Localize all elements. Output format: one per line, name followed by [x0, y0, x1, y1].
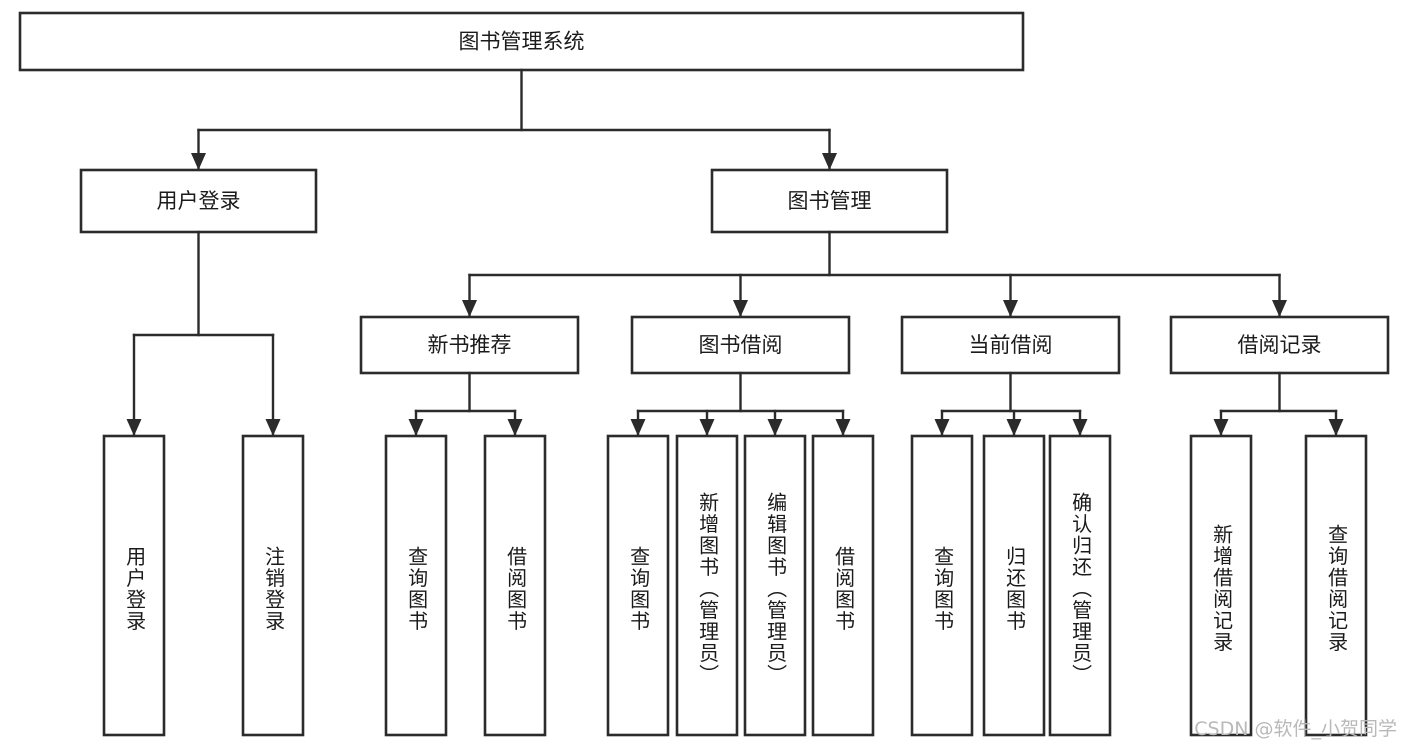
node-leaf-borrow-book-box[interactable]	[811, 434, 875, 737]
node-book-manage-box[interactable]	[710, 168, 949, 234]
arrow-to-leaf-edit-book	[767, 419, 783, 436]
node-leaf-query-book-rec[interactable]	[384, 434, 448, 737]
node-book-manage[interactable]: 图书管理	[710, 168, 949, 234]
node-current-borrow-label: 当前借阅	[969, 333, 1053, 357]
node-leaf-borrow-book-rec-box[interactable]	[483, 434, 547, 737]
node-leaf-query-record-box[interactable]	[1304, 434, 1368, 737]
arrow-to-new-book-recommend	[462, 300, 477, 317]
arrow-to-book-manage	[822, 153, 837, 170]
arrow-to-leaf-borrow-book-rec	[507, 419, 523, 436]
node-leaf-edit-book-box[interactable]	[743, 434, 807, 737]
arrow-to-leaf-query-book-cur	[934, 419, 950, 436]
node-current-borrow[interactable]: 当前借阅	[900, 315, 1121, 375]
node-leaf-query-record[interactable]	[1304, 434, 1368, 737]
node-leaf-query-book-borrow[interactable]	[606, 434, 670, 737]
node-book-borrow[interactable]: 图书借阅	[630, 315, 851, 375]
node-leaf-add-book[interactable]	[675, 434, 739, 737]
node-leaf-return-book[interactable]	[982, 434, 1046, 737]
node-leaf-query-book-cur[interactable]	[910, 434, 974, 737]
node-new-book-recommend[interactable]: 新书推荐	[359, 315, 580, 375]
arrow-to-leaf-return-book	[1006, 419, 1022, 436]
arrow-to-leaf-add-record	[1213, 419, 1229, 436]
node-leaf-edit-book[interactable]	[743, 434, 807, 737]
node-leaf-logout-box[interactable]	[241, 434, 305, 737]
arrow-to-borrow-record	[1272, 300, 1287, 317]
node-leaf-borrow-book-rec[interactable]	[483, 434, 547, 737]
node-leaf-user-login-box[interactable]	[102, 434, 166, 737]
node-leaf-confirm-return-box[interactable]	[1048, 434, 1112, 737]
node-leaf-query-book-borrow-box[interactable]	[606, 434, 670, 737]
node-leaf-query-book-cur-box[interactable]	[910, 434, 974, 737]
node-leaf-add-record-box[interactable]	[1189, 434, 1253, 737]
node-root-box[interactable]	[18, 11, 1025, 72]
node-user-login-label: 用户登录	[157, 189, 241, 213]
node-leaf-add-record[interactable]	[1189, 434, 1253, 737]
node-leaf-return-book-box[interactable]	[982, 434, 1046, 737]
node-borrow-record-label: 借阅记录	[1238, 333, 1322, 357]
arrow-to-leaf-confirm-return	[1072, 419, 1088, 436]
node-user-login[interactable]: 用户登录	[79, 168, 318, 234]
arrow-to-leaf-add-book	[699, 419, 715, 436]
node-root[interactable]: 图书管理系统	[18, 11, 1025, 72]
node-leaf-query-book-rec-box[interactable]	[384, 434, 448, 737]
node-book-borrow-label: 图书借阅	[699, 333, 783, 357]
arrow-to-user-login	[191, 153, 206, 170]
node-user-login-box[interactable]	[79, 168, 318, 234]
watermark-text: CSDN @软件_小贺同学	[1194, 718, 1397, 740]
node-new-book-recommend-label: 新书推荐	[428, 333, 512, 357]
arrow-to-leaf-query-record	[1328, 419, 1344, 436]
node-leaf-logout[interactable]	[241, 434, 305, 737]
arrow-to-leaf-query-book-rec	[408, 419, 424, 436]
arrow-to-leaf-user-login	[126, 419, 142, 436]
node-leaf-confirm-return[interactable]	[1048, 434, 1112, 737]
arrow-to-book-borrow	[733, 300, 748, 317]
node-borrow-record-box[interactable]	[1169, 315, 1390, 375]
arrow-to-leaf-borrow-book	[835, 419, 851, 436]
node-root-label: 图书管理系统	[459, 30, 585, 54]
arrow-to-leaf-query-book-borrow	[630, 419, 646, 436]
node-leaf-borrow-book[interactable]	[811, 434, 875, 737]
arrow-to-current-borrow	[1003, 300, 1018, 317]
node-leaf-add-book-box[interactable]	[675, 434, 739, 737]
node-leaf-user-login[interactable]	[102, 434, 166, 737]
arrow-to-leaf-logout	[265, 419, 281, 436]
node-book-manage-label: 图书管理	[788, 189, 872, 213]
node-borrow-record[interactable]: 借阅记录	[1169, 315, 1390, 375]
